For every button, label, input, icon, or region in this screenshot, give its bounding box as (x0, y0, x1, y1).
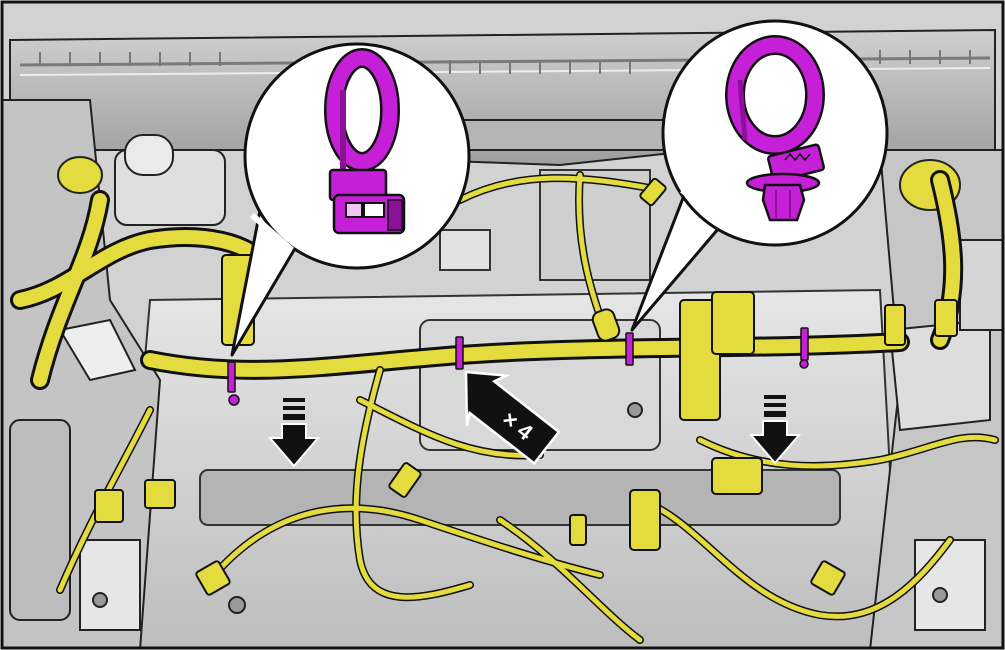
clip-markers (227, 327, 809, 406)
callout-harness-strap-clip (230, 42, 471, 357)
down-arrow-left (267, 398, 321, 468)
down-arrow-right (748, 395, 802, 465)
clip-marker-2 (455, 336, 464, 370)
callout-push-pin-clip (630, 19, 889, 332)
harness-connectors (94, 177, 958, 596)
push-pin-clip-icon (725, 35, 825, 222)
strap-clip-icon (324, 48, 406, 235)
clip-marker-3 (625, 332, 634, 366)
clip-marker-4 (800, 327, 809, 361)
main-harness-trunk (143, 335, 907, 377)
left-harness-branch (13, 230, 277, 307)
connector-lower-right (711, 457, 763, 495)
right-side-components (869, 149, 1002, 647)
wiring-harness (10, 170, 999, 644)
connector-center-right (679, 299, 721, 421)
clip-marker-1 (227, 361, 236, 393)
pointer-arrow-x4: × 4 (464, 370, 561, 466)
